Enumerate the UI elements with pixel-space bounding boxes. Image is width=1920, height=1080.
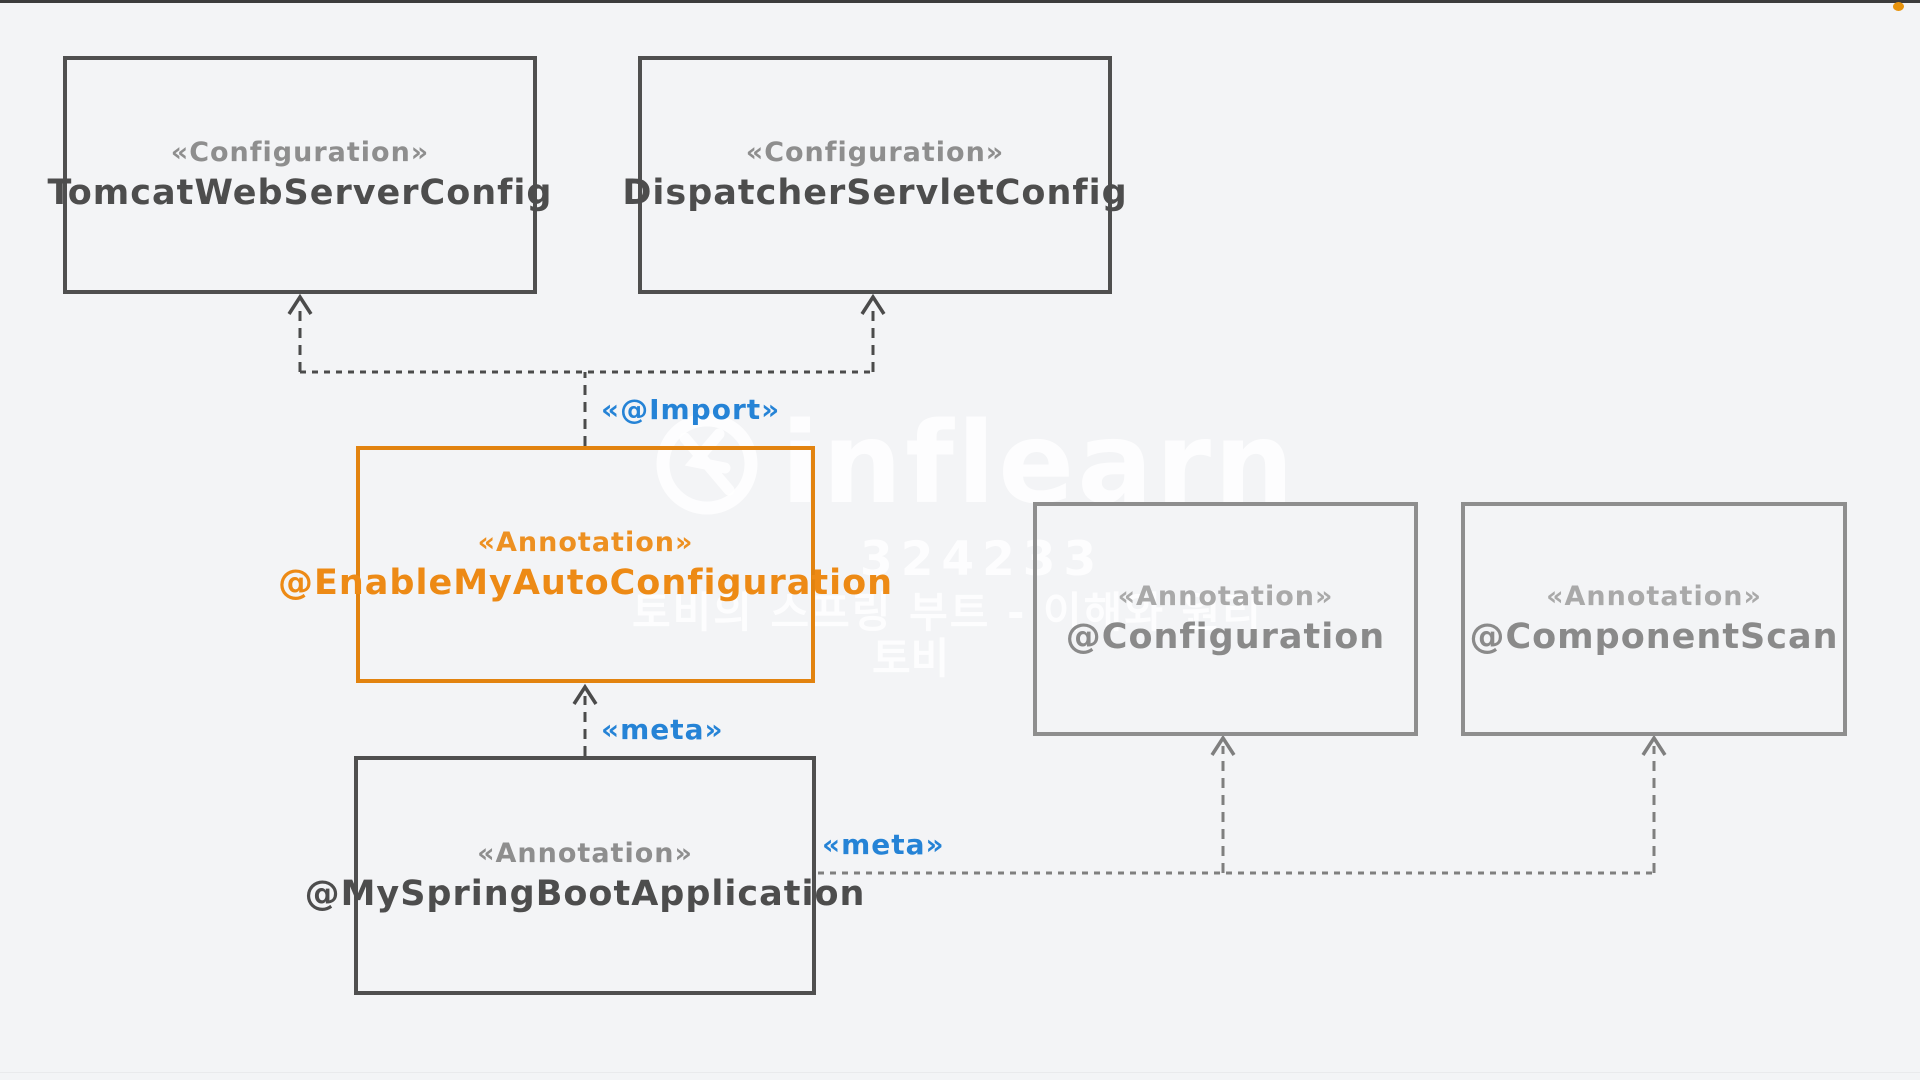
arrowhead-dispatcher	[860, 293, 886, 315]
uml-box-component-scan: «Annotation» @ComponentScan	[1461, 502, 1847, 736]
edge-label-meta-vertical: «meta»	[601, 713, 724, 746]
class-name: @MySpringBootApplication	[304, 873, 866, 914]
class-name: @Configuration	[1065, 617, 1386, 657]
frame-top-line	[0, 0, 1920, 3]
uml-box-enable-my-auto-configuration: «Annotation» @EnableMyAutoConfiguration	[278, 446, 892, 683]
uml-box-configuration: «Annotation» @Configuration	[1033, 502, 1418, 736]
stereotype-label: «Configuration»	[745, 137, 1005, 168]
uml-box-my-spring-boot-application: «Annotation» @MySpringBootApplication	[305, 756, 864, 995]
recording-indicator-dot	[1893, 2, 1904, 11]
class-name: @ComponentScan	[1469, 617, 1839, 657]
arrowhead-component-scan	[1641, 734, 1667, 756]
arrowhead-tomcat	[287, 293, 313, 315]
stereotype-label: «Annotation»	[477, 837, 693, 869]
class-name: @EnableMyAutoConfiguration	[277, 562, 894, 603]
arrowhead-enable	[572, 683, 598, 705]
class-name: DispatcherServletConfig	[622, 173, 1128, 213]
stereotype-label: «Annotation»	[1546, 581, 1762, 612]
import-connector	[287, 293, 886, 446]
meta-horizontal-connector	[818, 734, 1667, 875]
class-name: TomcatWebServerConfig	[47, 173, 553, 213]
edge-label-import: «@Import»	[601, 393, 781, 426]
uml-box-tomcat-web-server-config: «Configuration» TomcatWebServerConfig	[48, 56, 551, 294]
stereotype-label: «Annotation»	[477, 526, 694, 558]
meta-vertical-connector	[572, 683, 598, 756]
stereotype-label: «Annotation»	[1117, 581, 1334, 612]
arrowhead-configuration	[1210, 734, 1236, 756]
frame-bottom-line	[0, 1072, 1920, 1073]
edge-label-meta-horizontal: «meta»	[822, 828, 945, 861]
uml-box-dispatcher-servlet-config: «Configuration» DispatcherServletConfig	[622, 56, 1127, 294]
stereotype-label: «Configuration»	[170, 137, 430, 168]
